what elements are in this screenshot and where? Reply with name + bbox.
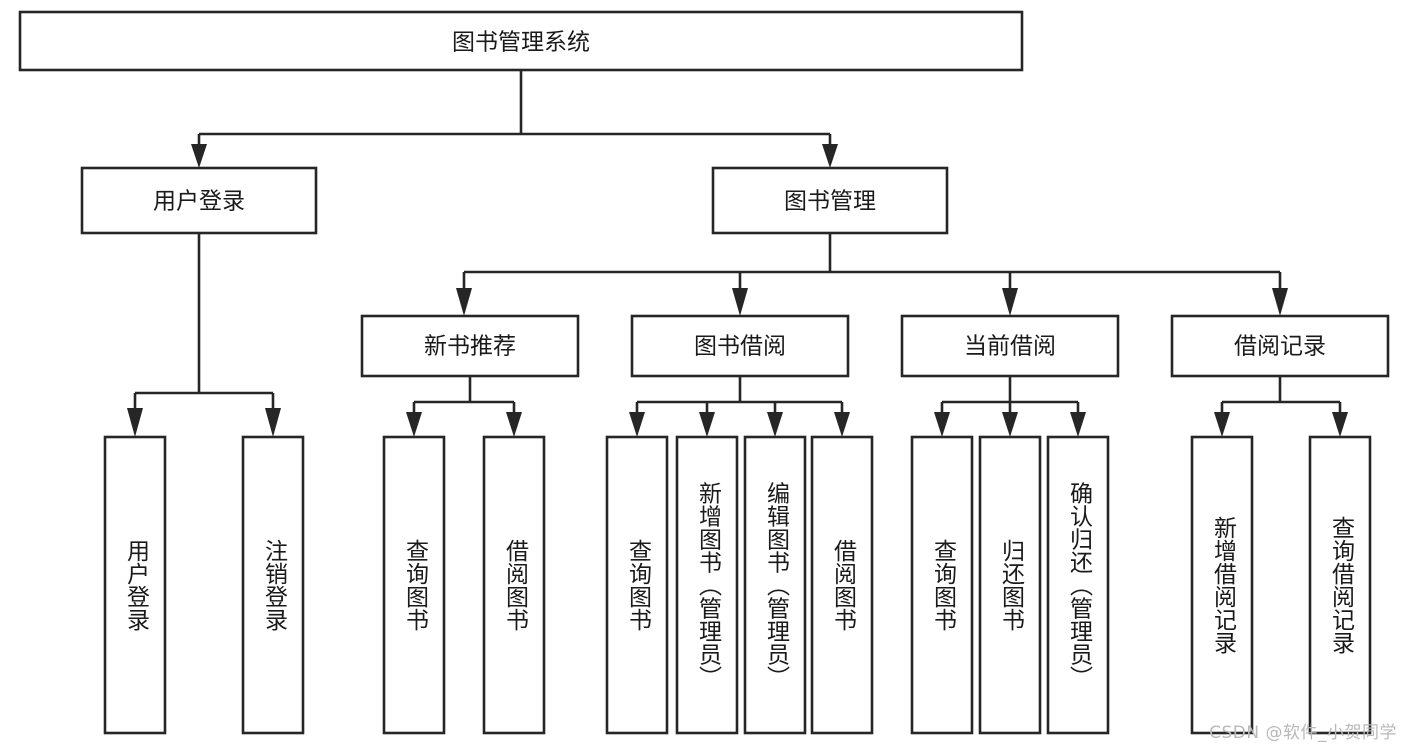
node-new-book-recommend-label: 新书推荐 xyxy=(424,334,516,360)
node-leaf-confirm-return-label: 确认归还（管理员） xyxy=(1066,482,1094,689)
node-leaf-add-book[interactable]: 新增图书（管理员） xyxy=(675,435,739,735)
arrow-head-leaf-query-book-2 xyxy=(629,412,645,437)
arrow-head-user-login xyxy=(191,144,207,168)
node-leaf-query-book-1[interactable]: 查询图书 xyxy=(382,435,446,735)
node-leaf-edit-book-label: 编辑图书（管理员） xyxy=(763,482,791,689)
node-leaf-confirm-return-box[interactable] xyxy=(1046,435,1110,735)
node-leaf-query-book-1-box[interactable] xyxy=(382,435,446,735)
arrow-head-leaf-confirm-return xyxy=(1070,412,1086,437)
node-leaf-borrow-book-1-label: 借阅图书 xyxy=(502,539,530,631)
node-root[interactable]: 图书管理系统 xyxy=(18,10,1024,72)
node-leaf-query-book-3[interactable]: 查询图书 xyxy=(910,435,974,735)
node-leaf-query-record-box[interactable] xyxy=(1308,435,1372,735)
node-leaf-borrow-book-2-box[interactable] xyxy=(810,435,874,735)
node-leaf-borrow-book-2[interactable]: 借阅图书 xyxy=(810,435,874,735)
node-leaf-logout-login-label: 注销登录 xyxy=(261,539,289,631)
node-leaf-add-record[interactable]: 新增借阅记录 xyxy=(1190,435,1254,735)
arrow-head-leaf-return-book xyxy=(1002,412,1018,437)
arrow-head-borrow-record xyxy=(1272,288,1288,316)
node-leaf-query-book-2-label: 查询图书 xyxy=(625,539,653,631)
node-leaf-query-book-3-label: 查询图书 xyxy=(930,539,958,631)
node-leaf-user-login[interactable]: 用户登录 xyxy=(103,435,167,735)
node-book-borrow-label: 图书借阅 xyxy=(694,334,786,360)
node-user-login-label: 用户登录 xyxy=(153,189,245,215)
arrow-head-leaf-user-login xyxy=(127,408,143,437)
node-leaf-return-book-box[interactable] xyxy=(978,435,1042,735)
node-leaf-add-book-box[interactable] xyxy=(675,435,739,735)
arrow-head-leaf-edit-book xyxy=(767,412,783,437)
node-leaf-query-record[interactable]: 查询借阅记录 xyxy=(1308,435,1372,735)
node-book-management[interactable]: 图书管理 xyxy=(711,166,949,235)
node-book-management-box[interactable] xyxy=(711,166,949,235)
node-leaf-user-login-label: 用户登录 xyxy=(123,539,151,631)
node-current-borrow[interactable]: 当前借阅 xyxy=(900,314,1120,378)
node-leaf-query-book-2[interactable]: 查询图书 xyxy=(605,435,669,735)
node-leaf-query-record-label: 查询借阅记录 xyxy=(1328,516,1356,654)
node-root-label: 图书管理系统 xyxy=(452,30,590,56)
arrow-head-leaf-borrow-book-2 xyxy=(834,412,850,437)
arrow-head-leaf-borrow-book-1 xyxy=(506,412,522,437)
node-leaf-add-book-label: 新增图书（管理员） xyxy=(695,482,723,689)
node-user-login[interactable]: 用户登录 xyxy=(80,166,318,235)
node-current-borrow-label: 当前借阅 xyxy=(964,334,1056,360)
node-borrow-record-label: 借阅记录 xyxy=(1234,334,1326,360)
node-leaf-query-book-1-label: 查询图书 xyxy=(402,539,430,631)
node-leaf-confirm-return[interactable]: 确认归还（管理员） xyxy=(1046,435,1110,735)
node-borrow-record-box[interactable] xyxy=(1170,314,1390,378)
node-book-management-label: 图书管理 xyxy=(784,189,876,215)
node-leaf-return-book-label: 归还图书 xyxy=(998,539,1026,631)
arrow-head-leaf-query-book-1 xyxy=(406,412,422,437)
node-leaf-edit-book[interactable]: 编辑图书（管理员） xyxy=(743,435,807,735)
node-user-login-box[interactable] xyxy=(80,166,318,235)
node-leaf-borrow-book-1[interactable]: 借阅图书 xyxy=(482,435,546,735)
node-leaf-add-record-box[interactable] xyxy=(1190,435,1254,735)
node-current-borrow-box[interactable] xyxy=(900,314,1120,378)
node-leaf-query-book-3-box[interactable] xyxy=(910,435,974,735)
arrow-head-new-book-recommend xyxy=(456,288,472,316)
node-leaf-add-record-label: 新增借阅记录 xyxy=(1210,516,1238,654)
node-leaf-edit-book-box[interactable] xyxy=(743,435,807,735)
node-book-borrow[interactable]: 图书借阅 xyxy=(630,314,850,378)
node-leaf-logout-login[interactable]: 注销登录 xyxy=(241,435,305,735)
node-leaf-borrow-book-2-label: 借阅图书 xyxy=(830,539,858,631)
node-new-book-recommend-box[interactable] xyxy=(360,314,580,378)
arrow-head-leaf-logout-login xyxy=(265,408,281,437)
node-leaf-borrow-book-1-box[interactable] xyxy=(482,435,546,735)
connector-layer xyxy=(127,71,1348,437)
arrow-head-leaf-add-book xyxy=(699,412,715,437)
arrow-head-leaf-add-record xyxy=(1214,412,1230,437)
node-root-box[interactable] xyxy=(18,10,1024,72)
arrow-head-book-borrow xyxy=(732,288,748,316)
node-leaf-user-login-box[interactable] xyxy=(103,435,167,735)
node-leaf-query-book-2-box[interactable] xyxy=(605,435,669,735)
node-leaf-return-book[interactable]: 归还图书 xyxy=(978,435,1042,735)
arrow-head-book-management xyxy=(822,144,838,168)
arrow-head-leaf-query-record xyxy=(1332,412,1348,437)
arrow-head-leaf-query-book-3 xyxy=(934,412,950,437)
node-new-book-recommend[interactable]: 新书推荐 xyxy=(360,314,580,378)
node-book-borrow-box[interactable] xyxy=(630,314,850,378)
node-borrow-record[interactable]: 借阅记录 xyxy=(1170,314,1390,378)
node-leaf-logout-login-box[interactable] xyxy=(241,435,305,735)
arrow-head-current-borrow xyxy=(1002,288,1018,316)
